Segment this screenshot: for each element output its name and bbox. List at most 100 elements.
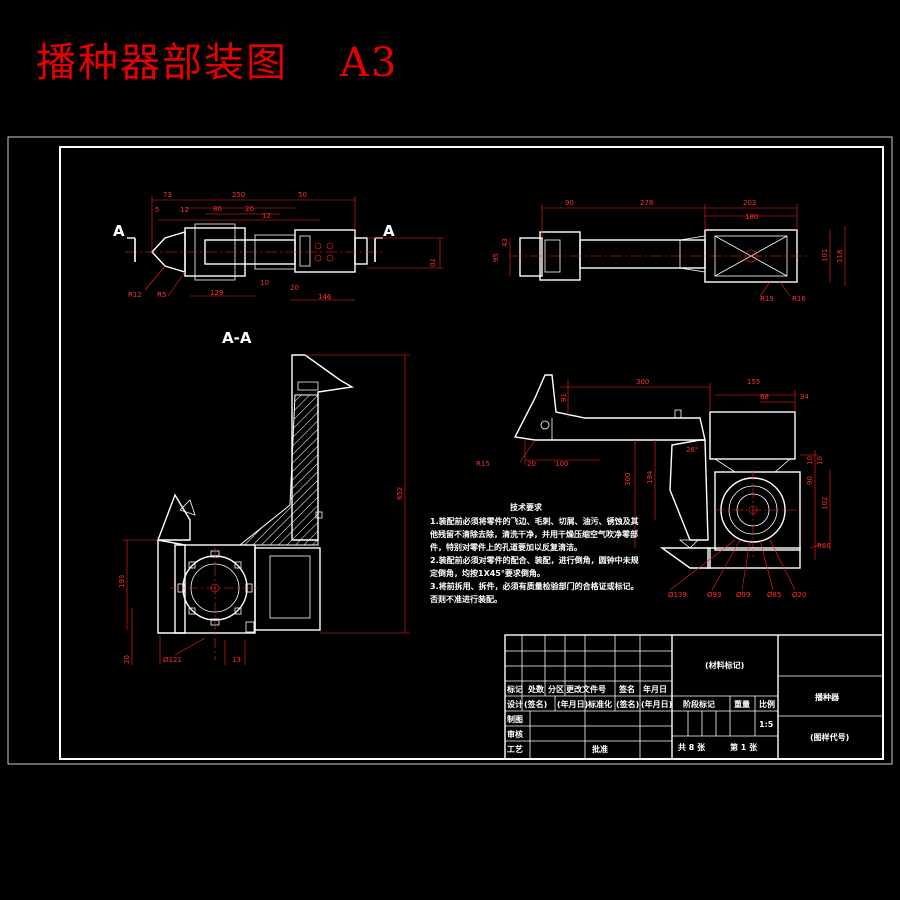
dimension-labels-side: 300 155 68 34 91 R15 20 100 26° 300 194 … bbox=[476, 378, 831, 599]
tech-req-line: 件，特别对零件上的孔道要加以反复清洁。 bbox=[430, 542, 582, 552]
dim-text: 50 bbox=[298, 191, 307, 199]
dim-text: 90 bbox=[806, 476, 814, 485]
dim-text: 10 bbox=[816, 456, 824, 465]
dim-text: 95 bbox=[492, 253, 500, 262]
dim-text: 73 bbox=[163, 191, 172, 199]
dim-text: Ø121 bbox=[163, 656, 182, 664]
sign-cell: 设计 bbox=[507, 699, 523, 709]
dim-text: R60 bbox=[817, 542, 831, 550]
dimension-lines-top-right bbox=[509, 204, 846, 297]
dimension-labels-top-right: 90 278 203 180 43 95 101 118 R19 R16 bbox=[492, 199, 844, 303]
drawn-by-label: 制图 bbox=[507, 714, 523, 724]
dim-text: 193 bbox=[118, 575, 126, 588]
section-view-aa bbox=[156, 354, 355, 660]
dim-text: 10 bbox=[260, 279, 269, 287]
part-name: 播种器 bbox=[815, 692, 840, 702]
stage-mark-label: 阶段标记 bbox=[683, 699, 715, 709]
dim-text: 20 bbox=[123, 655, 131, 664]
tech-req-line: 3.将前拆用、拆件，必须有质量检验部门的合格证或标记。 bbox=[430, 581, 639, 591]
section-marker-left: A bbox=[113, 222, 125, 240]
drawing-title-text: 播种器部装图 bbox=[36, 40, 288, 86]
dim-text: R15 bbox=[476, 460, 490, 468]
tech-req-line: 1.装配前必须将零件的飞边、毛刺、切屑、油污、锈蚀及其 bbox=[430, 516, 639, 526]
sign-cell: (年月日) bbox=[557, 699, 588, 709]
dim-text: R5 bbox=[157, 291, 166, 299]
dimension-labels-section: 652 193 20 Ø121 13 bbox=[118, 487, 404, 664]
sign-cell: 标准化 bbox=[587, 699, 612, 709]
dim-text: 43 bbox=[501, 238, 509, 247]
dim-text: 155 bbox=[747, 378, 760, 386]
tech-req-line: 定倒角，均按1X45°要求倒角。 bbox=[429, 568, 545, 578]
dim-text: Ø85 bbox=[767, 591, 781, 599]
dimension-lines-top-left bbox=[144, 196, 444, 301]
drawing-title: 播种器部装图 A3 bbox=[36, 30, 398, 88]
header-cell: 年月日 bbox=[643, 684, 667, 694]
scale-label: 比例 bbox=[759, 699, 775, 709]
sign-cell: (年月日) bbox=[641, 699, 672, 709]
outer-border bbox=[7, 136, 893, 765]
dimension-lines-side bbox=[519, 380, 831, 591]
section-view-title: A-A bbox=[222, 329, 252, 347]
dim-text: 90 bbox=[565, 199, 574, 207]
header-cell: 标记 bbox=[506, 684, 523, 694]
sheet-number: 第 1 张 bbox=[730, 742, 758, 752]
sheets-total: 共 8 张 bbox=[678, 742, 706, 752]
dim-text: 13 bbox=[232, 656, 241, 664]
technical-requirements: 技术要求 1.装配前必须将零件的飞边、毛刺、切屑、油污、锈蚀及其 他残留不清除去… bbox=[429, 502, 639, 604]
title-block bbox=[504, 634, 884, 760]
dim-text: 80 bbox=[213, 205, 222, 213]
dim-text: 91 bbox=[560, 393, 568, 402]
dim-text: 203 bbox=[743, 199, 756, 207]
dimension-lines-section bbox=[122, 354, 410, 665]
dim-text: Ø99 bbox=[736, 591, 750, 599]
sign-cell: (签名) bbox=[524, 699, 547, 709]
inner-frame bbox=[59, 146, 884, 760]
dim-text: 10 bbox=[806, 456, 814, 465]
dim-text: Ø93 bbox=[707, 591, 721, 599]
side-view bbox=[513, 374, 801, 569]
sheet-size-label: A3 bbox=[340, 40, 399, 86]
checked-label: 审核 bbox=[507, 729, 523, 739]
tech-req-line: 2.装配前必须对零件的配合、装配，进行倒角，圆钟中未规 bbox=[430, 555, 639, 565]
process-label: 工艺 bbox=[507, 744, 523, 754]
dim-text: R12 bbox=[128, 291, 142, 299]
sign-cell: (签名) bbox=[616, 699, 639, 709]
tech-req-line: 否则不准进行装配。 bbox=[429, 594, 502, 604]
top-view-left bbox=[125, 223, 385, 281]
drawing-code: (图样代号) bbox=[810, 732, 849, 742]
dim-text: R19 bbox=[760, 295, 774, 303]
header-cell: 签名 bbox=[618, 684, 635, 694]
scale-value: 1:5 bbox=[759, 720, 774, 729]
dimension-labels-top-left: 73 250 50 5 12 80 20 12 R12 R5 129 10 20… bbox=[128, 191, 436, 301]
title-block-text: (材料标记) 播种器 (图样代号) 标记 处数 分区 更改文件号 签名 年月日 … bbox=[506, 660, 849, 754]
header-cell: 处数 bbox=[527, 684, 545, 694]
dim-text: 20 bbox=[290, 284, 299, 292]
dim-text: Ø20 bbox=[792, 591, 806, 599]
dim-text: 5 bbox=[155, 206, 159, 214]
dim-text: 146 bbox=[318, 293, 332, 301]
header-cell: 分区 bbox=[548, 684, 564, 694]
approved-label: 批准 bbox=[592, 744, 608, 754]
dim-text: 100 bbox=[555, 460, 568, 468]
dim-text: 250 bbox=[232, 191, 245, 199]
dim-text: 34 bbox=[800, 393, 809, 401]
dim-text: 68 bbox=[760, 393, 769, 401]
dim-text: 300 bbox=[636, 378, 649, 386]
tech-req-heading: 技术要求 bbox=[510, 502, 543, 512]
dim-text: 12 bbox=[180, 206, 189, 214]
dim-text: 300 bbox=[624, 473, 632, 486]
weight-label: 重量 bbox=[734, 699, 750, 709]
dim-text: Ø139 bbox=[668, 591, 687, 599]
material-mark: (材料标记) bbox=[705, 660, 744, 670]
header-cell: 更改文件号 bbox=[566, 684, 606, 694]
section-marker-right: A bbox=[383, 222, 395, 240]
top-view-right bbox=[510, 229, 810, 283]
dim-text: 12 bbox=[262, 212, 271, 220]
dim-text: 70 bbox=[428, 258, 436, 267]
dim-text: 26° bbox=[686, 446, 698, 454]
dim-text: 101 bbox=[821, 249, 829, 262]
dim-text: 129 bbox=[210, 289, 223, 297]
dim-text: 20 bbox=[245, 205, 254, 213]
dim-text: 118 bbox=[836, 250, 844, 263]
